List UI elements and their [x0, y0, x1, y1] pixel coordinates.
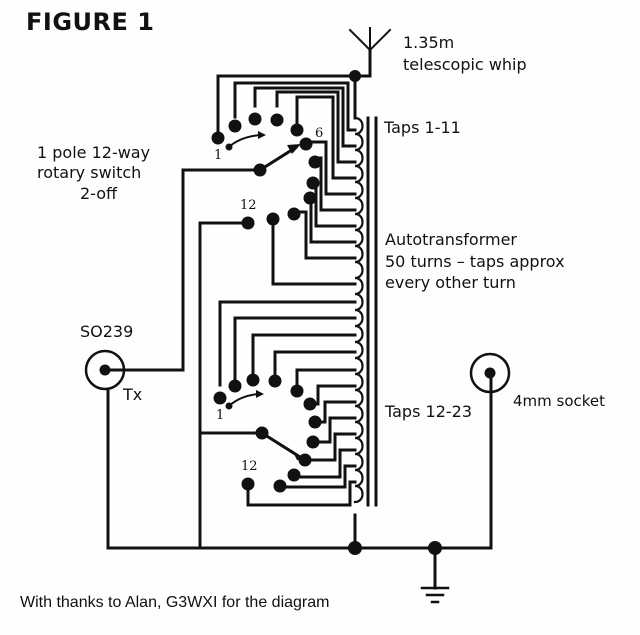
wiper-arrow-icon: [287, 144, 301, 154]
autotransformer-label-2: 50 turns – taps approx: [385, 252, 565, 271]
rotation-arrow-icon: [227, 392, 260, 408]
whip-length-label: 1.35m: [403, 33, 455, 52]
tx-label: Tx: [123, 385, 143, 404]
switch1-position-12: 12: [240, 198, 257, 213]
taps-bottom-label: Taps 12-23: [385, 402, 472, 421]
taps-top-label: Taps 1-11: [384, 118, 461, 137]
wiper-switch1: [257, 145, 298, 173]
switch-desc-line1: 1 pole 12-way: [37, 143, 151, 162]
credit-text: With thanks to Alan, G3WXI for the diagr…: [20, 594, 330, 611]
wire-top-feed: [216, 74, 357, 133]
switch2-position-12: 12: [241, 459, 258, 474]
whip-type-label: telescopic whip: [403, 55, 527, 74]
autotransformer-label-1: Autotransformer: [385, 230, 518, 249]
switch2-position-1: 1: [216, 408, 225, 423]
autotransformer-label-3: every other turn: [385, 273, 516, 292]
ground-icon: [420, 586, 450, 604]
coil-winding: [353, 116, 364, 504]
rotation-arrow-icon: [227, 133, 262, 149]
4mm-socket-icon: [469, 352, 511, 394]
switch-contacts: [211, 112, 322, 493]
switch1-position-6: 6: [315, 126, 324, 141]
switch1-position-1: 1: [214, 148, 223, 163]
wire-switch1-pos12: [198, 221, 250, 547]
switch-desc-line3: 2-off: [80, 184, 118, 203]
switch-desc-line2: rotary switch: [37, 163, 142, 182]
antenna-icon: [348, 27, 392, 78]
so239-label: SO239: [80, 322, 134, 341]
tap-wires-top: [233, 81, 357, 286]
wire-ground-bus: [106, 372, 493, 550]
wire-so239-switch1: [106, 168, 262, 372]
junction-dot: [349, 70, 361, 82]
junction-dot: [348, 541, 362, 555]
tap-wires-bottom: [218, 300, 357, 507]
so239-connector-icon: [84, 349, 126, 391]
socket-4mm-label: 4mm socket: [513, 392, 606, 410]
figure-title: FIGURE 1: [26, 8, 155, 36]
junction-dot: [428, 541, 442, 555]
